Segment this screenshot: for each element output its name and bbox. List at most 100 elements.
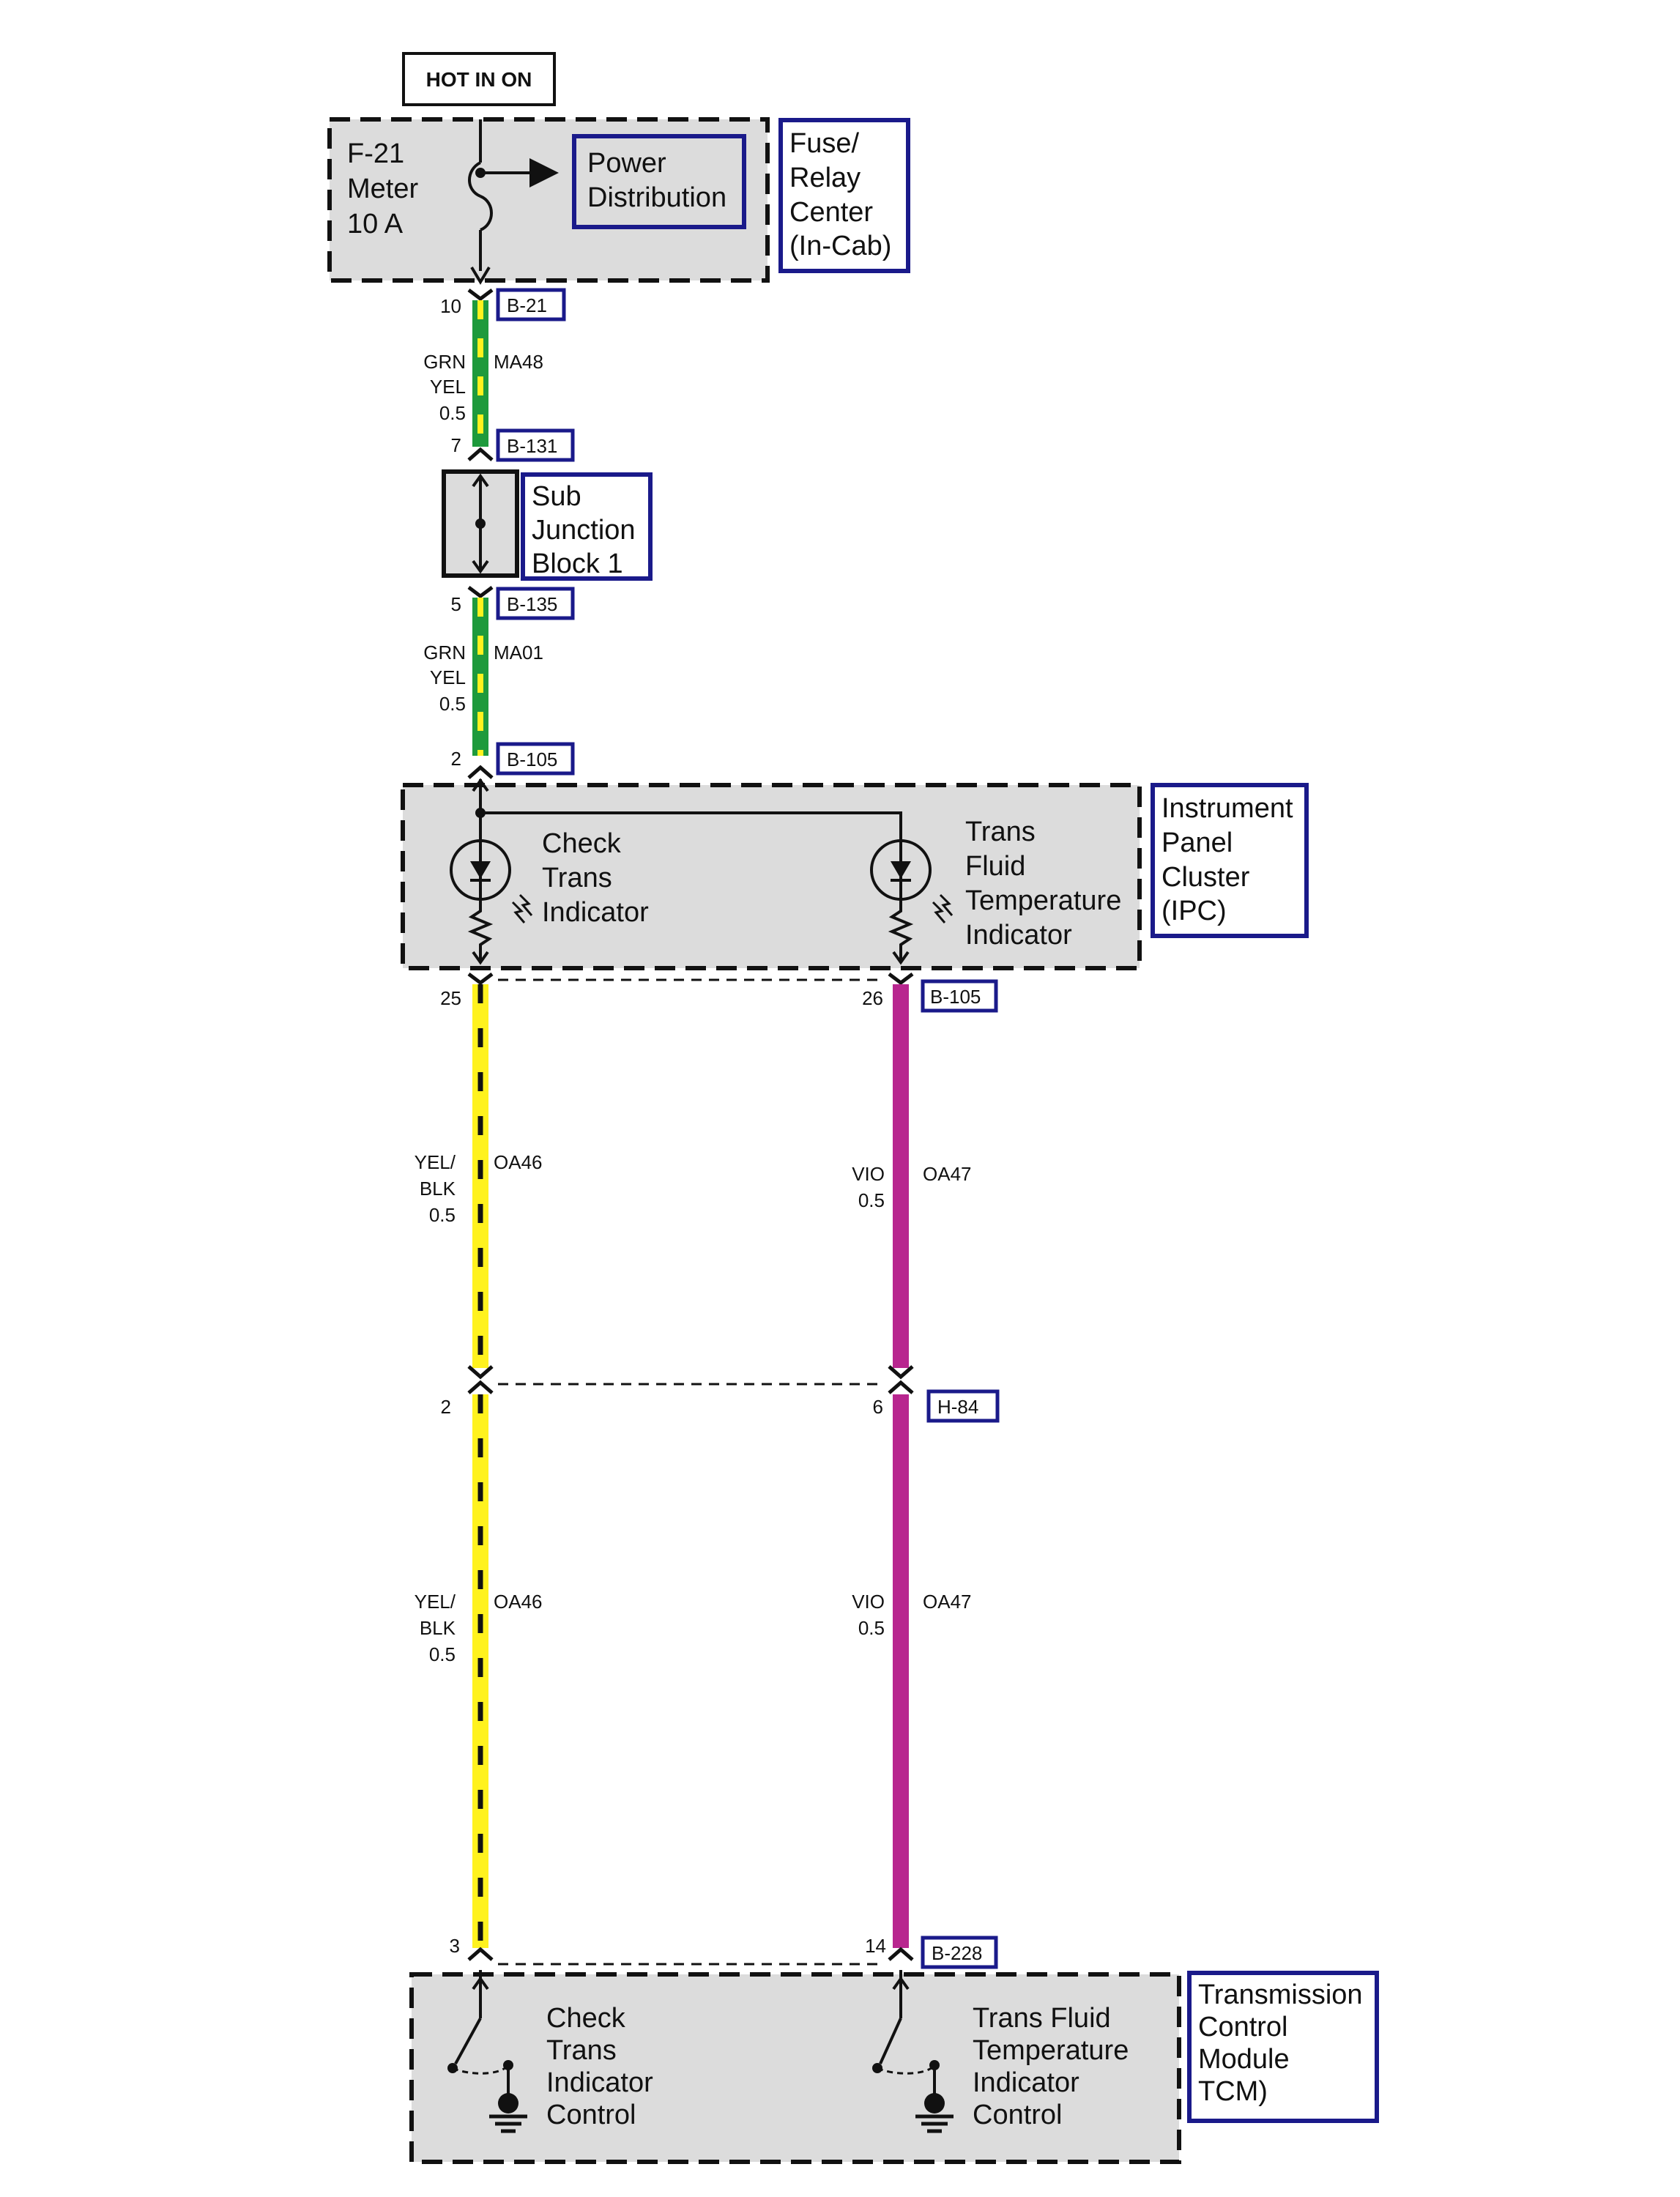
- fuse-rating: 10 A: [347, 209, 404, 239]
- connector-b105-bottom: 25 26 B-105: [440, 973, 998, 1013]
- wire-oa47-lower-color: VIO: [852, 1591, 885, 1613]
- wire-oa47-upper: VIO 0.5 OA47: [852, 984, 972, 1368]
- ipc-indicator2-line-1: Trans: [965, 817, 1036, 847]
- sub-junction-line-1: Sub: [532, 481, 581, 512]
- wire-oa46-lower-color-1: YEL/: [415, 1591, 456, 1613]
- tcm-control1-line-1: Check: [546, 2003, 626, 2034]
- tcm-title-line-4: TCM): [1198, 2076, 1268, 2107]
- fuse-icon: [468, 161, 482, 198]
- connector-b21-label: B-21: [507, 294, 547, 316]
- ipc-indicator2-line-4: Indicator: [965, 920, 1072, 951]
- wire-oa47-lower: VIO 0.5 OA47: [852, 1394, 972, 1948]
- arrow-down-icon: [470, 266, 491, 285]
- wire-ma48-gauge: 0.5: [439, 402, 466, 424]
- trans-fluid-temp-lamp-icon: [870, 839, 954, 965]
- wire-oa46-lower-circuit: OA46: [494, 1591, 543, 1613]
- wire-ma48-color-2: YEL: [430, 376, 466, 398]
- connector-b21-pin: 10: [440, 295, 461, 317]
- connector-b105-pin-left: 25: [440, 987, 461, 1009]
- ipc-title-line-1: Instrument: [1161, 793, 1293, 824]
- ipc-indicator1-line-2: Trans: [542, 863, 612, 893]
- transmission-control-module: Check Trans Indicator Control Trans Flui…: [409, 1970, 1181, 2164]
- ipc-title-line-2: Panel: [1161, 828, 1233, 858]
- instrument-panel-cluster: Check Trans Indicator Trans Fluid Temper…: [401, 778, 1142, 970]
- sub-junction-block: Sub Junction Block 1: [442, 469, 653, 581]
- fuse-center-line-4: (In-Cab): [789, 231, 891, 261]
- connector-b105-top: 2 B-105: [451, 742, 575, 779]
- connector-h84-label: H-84: [937, 1396, 978, 1418]
- wire-ma01-circuit: MA01: [494, 642, 543, 663]
- connector-h84-pin-left: 2: [441, 1396, 451, 1418]
- connector-b131-pin: 7: [451, 434, 461, 456]
- wire-oa46-upper-circuit: OA46: [494, 1151, 543, 1173]
- fuse-center-line-1: Fuse/: [789, 128, 859, 159]
- wire-ma48-color-1: GRN: [423, 351, 466, 373]
- connector-b21: 10 B-21: [440, 288, 566, 321]
- fuse-relay-center: F-21 Meter 10 A Power Distribution: [327, 117, 770, 285]
- connector-b131-label: B-131: [507, 435, 557, 457]
- power-distribution-label-2: Distribution: [587, 182, 726, 213]
- tcm-control2-line-3: Indicator: [973, 2067, 1079, 2098]
- wire-ma01-color-1: GRN: [423, 642, 466, 663]
- ipc-title-label: Instrument Panel Cluster (IPC): [1151, 783, 1309, 938]
- arrow-down-icon: [472, 560, 489, 574]
- tcm-control2-line-4: Control: [973, 2100, 1063, 2130]
- tcm-control1-line-4: Control: [546, 2100, 636, 2130]
- hot-in-on-label: HOT IN ON: [402, 52, 556, 106]
- fuse-center-line-2: Relay: [789, 163, 861, 193]
- wire-oa47-upper-gauge: 0.5: [858, 1189, 885, 1211]
- tcm-control1-line-3: Indicator: [546, 2067, 653, 2098]
- power-distribution-label-1: Power: [587, 148, 666, 179]
- arrow-up-icon: [472, 473, 489, 488]
- check-trans-lamp-icon: [450, 839, 533, 965]
- ipc-title-line-3: Cluster: [1161, 862, 1250, 893]
- ipc-indicator2-line-2: Fluid: [965, 851, 1025, 882]
- wire-ma48: GRN YEL 0.5 MA48: [423, 300, 543, 447]
- fuse-id: F-21: [347, 138, 404, 169]
- ipc-indicator2-line-3: Temperature: [965, 885, 1121, 916]
- trans-fluid-temp-switch-icon: [872, 1970, 954, 2133]
- wire-ma48-circuit: MA48: [494, 351, 543, 373]
- tcm-title-line-1: Transmission: [1198, 1979, 1363, 2010]
- wire-oa47-upper-color: VIO: [852, 1163, 885, 1185]
- ground-icon: [498, 2093, 519, 2114]
- connector-h84: 2 6 H-84: [441, 1365, 1000, 1423]
- tcm-control2-line-2: Temperature: [973, 2035, 1129, 2066]
- fuse-center-label: Fuse/ Relay Center (In-Cab): [778, 118, 910, 273]
- connector-b105-pin-right: 26: [862, 987, 883, 1009]
- hot-in-on-text: HOT IN ON: [426, 68, 532, 91]
- sub-junction-line-3: Block 1: [532, 549, 623, 579]
- wire-oa46-lower-gauge: 0.5: [429, 1643, 456, 1665]
- connector-b228-pin-left: 3: [450, 1935, 460, 1957]
- wire-oa46-upper-gauge: 0.5: [429, 1204, 456, 1226]
- wire-ma01-color-2: YEL: [430, 666, 466, 688]
- connector-b228-label: B-228: [932, 1942, 982, 1964]
- connector-b135: 5 B-135: [451, 586, 575, 620]
- wire-oa46-upper: YEL/ BLK 0.5 OA46: [415, 984, 543, 1368]
- fuse-center-line-3: Center: [789, 197, 873, 228]
- tcm-title-label: Transmission Control Module TCM): [1187, 1971, 1379, 2123]
- ipc-indicator1-line-1: Check: [542, 828, 622, 859]
- connector-b131: 7 B-131: [451, 428, 575, 462]
- connector-b105-bottom-label: B-105: [930, 986, 981, 1008]
- wire-ma01: GRN YEL 0.5 MA01: [423, 598, 543, 756]
- connector-b228-pin-right: 14: [865, 1935, 886, 1957]
- tcm-title-line-2: Control: [1198, 2012, 1288, 2042]
- wire-oa47-upper-circuit: OA47: [923, 1163, 972, 1185]
- fuse-name: Meter: [347, 174, 418, 204]
- check-trans-switch-icon: [447, 1970, 527, 2133]
- wire-oa46-upper-color-1: YEL/: [415, 1151, 456, 1173]
- wire-oa46-upper-color-2: BLK: [420, 1178, 456, 1200]
- wire-oa47-lower-circuit: OA47: [923, 1591, 972, 1613]
- wire-oa46-lower-color-2: BLK: [420, 1617, 456, 1639]
- connector-h84-pin-right: 6: [873, 1396, 883, 1418]
- connector-b135-pin: 5: [451, 593, 461, 615]
- connector-b105-top-pin: 2: [451, 748, 461, 770]
- tcm-control1-line-2: Trans: [546, 2035, 617, 2066]
- wire-oa47-lower-gauge: 0.5: [858, 1617, 885, 1639]
- tcm-control2-line-1: Trans Fluid: [973, 2003, 1111, 2034]
- tcm-title-line-3: Module: [1198, 2044, 1290, 2075]
- ipc-title-line-4: (IPC): [1161, 896, 1227, 926]
- ipc-indicator1-line-3: Indicator: [542, 897, 649, 928]
